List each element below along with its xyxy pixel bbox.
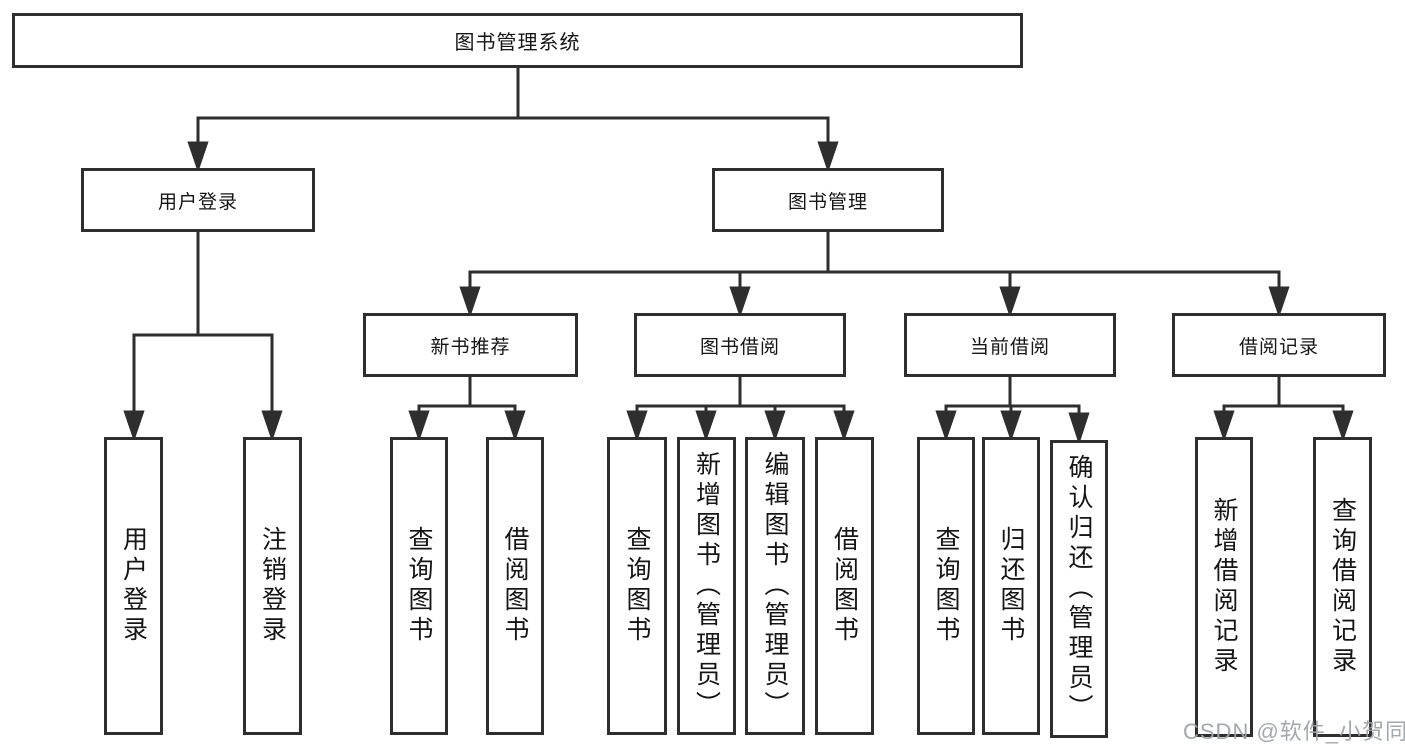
node-login: 用户登录	[104, 437, 163, 735]
node-current-borrow: 当前借阅	[904, 313, 1116, 377]
node-new-book-recommend: 新书推荐	[363, 313, 578, 377]
node-book-borrow: 图书借阅	[634, 313, 846, 377]
node-add-borrow-record: 新增借阅记录	[1195, 437, 1253, 737]
node-query-books-borrow: 查询图书	[607, 437, 667, 735]
node-confirm-return-admin: 确认归还（管理员）	[1050, 440, 1108, 738]
node-borrow-records: 借阅记录	[1172, 313, 1386, 377]
node-logout: 注销登录	[243, 437, 302, 735]
node-query-books-recommend: 查询图书	[390, 437, 448, 735]
node-user-login: 用户登录	[81, 168, 315, 232]
node-return-book: 归还图书	[982, 437, 1040, 735]
node-add-book-admin: 新增图书（管理员）	[677, 437, 736, 735]
node-query-borrow-record: 查询借阅记录	[1313, 437, 1372, 737]
node-query-books-current: 查询图书	[917, 437, 975, 735]
node-borrow-books: 借阅图书	[815, 437, 874, 735]
node-book-management: 图书管理	[712, 168, 944, 232]
node-borrow-books-recommend: 借阅图书	[486, 437, 544, 735]
node-root: 图书管理系统	[12, 13, 1023, 68]
node-edit-book-admin: 编辑图书（管理员）	[745, 437, 805, 735]
watermark: CSDN @软件_小贺同学	[1183, 719, 1405, 744]
